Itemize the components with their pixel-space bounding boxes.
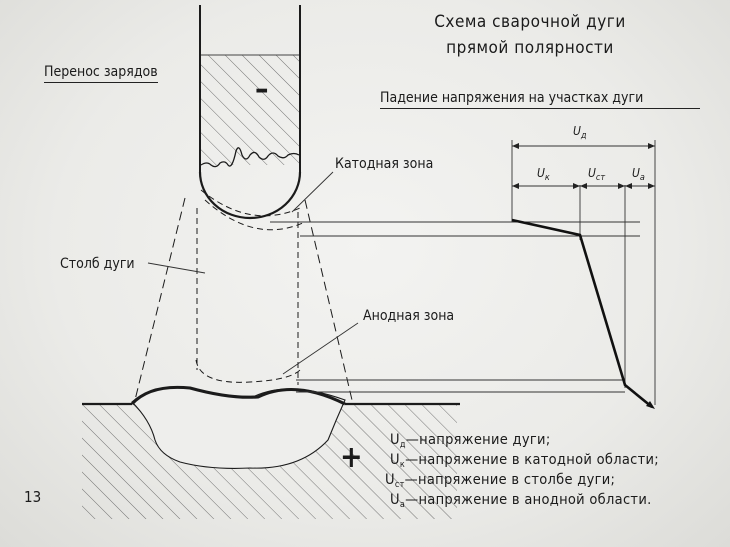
plus-sign: + [340,440,363,475]
label-uk: Uк [537,166,550,183]
section-voltage-drop: Падение напряжения на участках дуги [380,90,700,109]
workpiece [82,385,460,519]
minus-sign: – [255,72,269,107]
label-ua: Uа [632,166,645,183]
cathode-zone-label: Катодная зона [335,156,434,172]
label-ud: Uд [573,124,587,141]
diagram-title: Схема сварочной дуги прямой полярности [434,12,626,58]
voltage-graph [511,140,656,409]
section-charge-transfer: Перенос зарядов [44,64,158,83]
anode-zone-label: Анодная зона [363,308,455,324]
page-number: 13 [24,488,42,506]
electrode [198,5,302,220]
legend-item-uk: Uк—напряжение в катодной области; [390,452,659,470]
legend-item-ust: Uст—напряжение в столбе дуги; [385,472,616,490]
legend-item-ud: Uд—напряжение дуги; [390,432,551,450]
arc-column-label: Столб дуги [60,256,135,272]
legend-item-ua: Uа—напряжение в анодной области. [390,492,652,510]
label-ust: Uст [588,166,606,183]
